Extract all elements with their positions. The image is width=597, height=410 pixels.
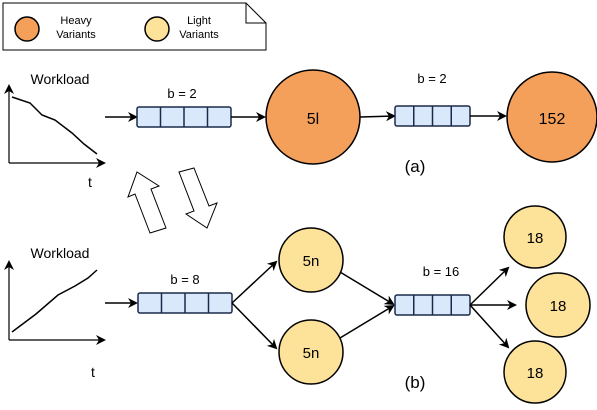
top-queue-2-label: b = 2 xyxy=(417,71,446,86)
bottom-workload-plot: Workload t xyxy=(3,245,106,380)
bottom-light-node-right-bot xyxy=(503,340,567,404)
top-arrow-node1-q2 xyxy=(359,111,396,122)
bottom-queue-1 xyxy=(137,292,233,314)
legend-light-label-line1: Light xyxy=(187,15,211,27)
legend-light-label-line2: Variants xyxy=(179,29,219,41)
bottom-queue-1-label: b = 8 xyxy=(170,272,199,287)
top-workload-plot: Workload t xyxy=(3,71,106,190)
legend-heavy-swatch xyxy=(14,16,40,42)
bottom-arrow-q1-lower xyxy=(231,302,278,350)
top-workload-label: Workload xyxy=(31,71,90,87)
bottom-arrow-q2-bot xyxy=(469,304,510,349)
bottom-light-node-right-top-label: 18 xyxy=(527,230,544,247)
top-heavy-node-2 xyxy=(506,71,597,163)
legend-heavy-label-line1: Heavy xyxy=(60,15,92,27)
top-heavy-node-2-label: 152 xyxy=(539,111,566,128)
bottom-light-node-lower xyxy=(278,319,344,385)
top-workload-curve xyxy=(11,96,98,155)
bottom-caption: (b) xyxy=(405,373,426,392)
swap-arrow-down-icon xyxy=(178,167,218,229)
legend-folded-corner xyxy=(245,3,266,24)
bottom-light-node-upper xyxy=(278,227,344,293)
bottom-light-node-right-top xyxy=(503,205,567,269)
legend-box xyxy=(2,2,267,51)
bottom-light-node-right-mid xyxy=(525,272,591,338)
legend-light-swatch xyxy=(144,16,170,42)
bottom-axis-t: t xyxy=(91,364,95,380)
top-queue-1 xyxy=(136,106,232,128)
bottom-arrow-lower-q2 xyxy=(339,304,395,339)
swap-arrow-up-icon xyxy=(127,171,167,234)
bottom-arrow-q1-upper xyxy=(231,260,278,304)
bottom-light-node-upper-label: 5n xyxy=(303,253,320,270)
bottom-arrow-upper-q2 xyxy=(339,271,395,306)
bottom-workload-curve xyxy=(11,269,98,333)
bottom-light-node-right-bot-label: 18 xyxy=(527,365,544,382)
top-queue-1-label: b = 2 xyxy=(167,86,196,101)
bottom-arrow-q2-top xyxy=(469,266,510,306)
top-heavy-node-1-label: 5l xyxy=(307,111,319,128)
bottom-workload-label: Workload xyxy=(31,245,90,261)
top-queue-2 xyxy=(394,105,471,127)
bottom-light-node-lower-label: 5n xyxy=(303,345,320,362)
top-caption: (a) xyxy=(405,157,426,176)
top-axis-t: t xyxy=(88,174,92,190)
legend: Heavy Variants Light Variants xyxy=(2,2,267,51)
legend-heavy-label-line2: Variants xyxy=(56,29,96,41)
bottom-queue-2-label: b = 16 xyxy=(423,264,460,279)
bottom-light-node-right-mid-label: 18 xyxy=(550,298,567,315)
bottom-queue-2 xyxy=(394,294,471,316)
